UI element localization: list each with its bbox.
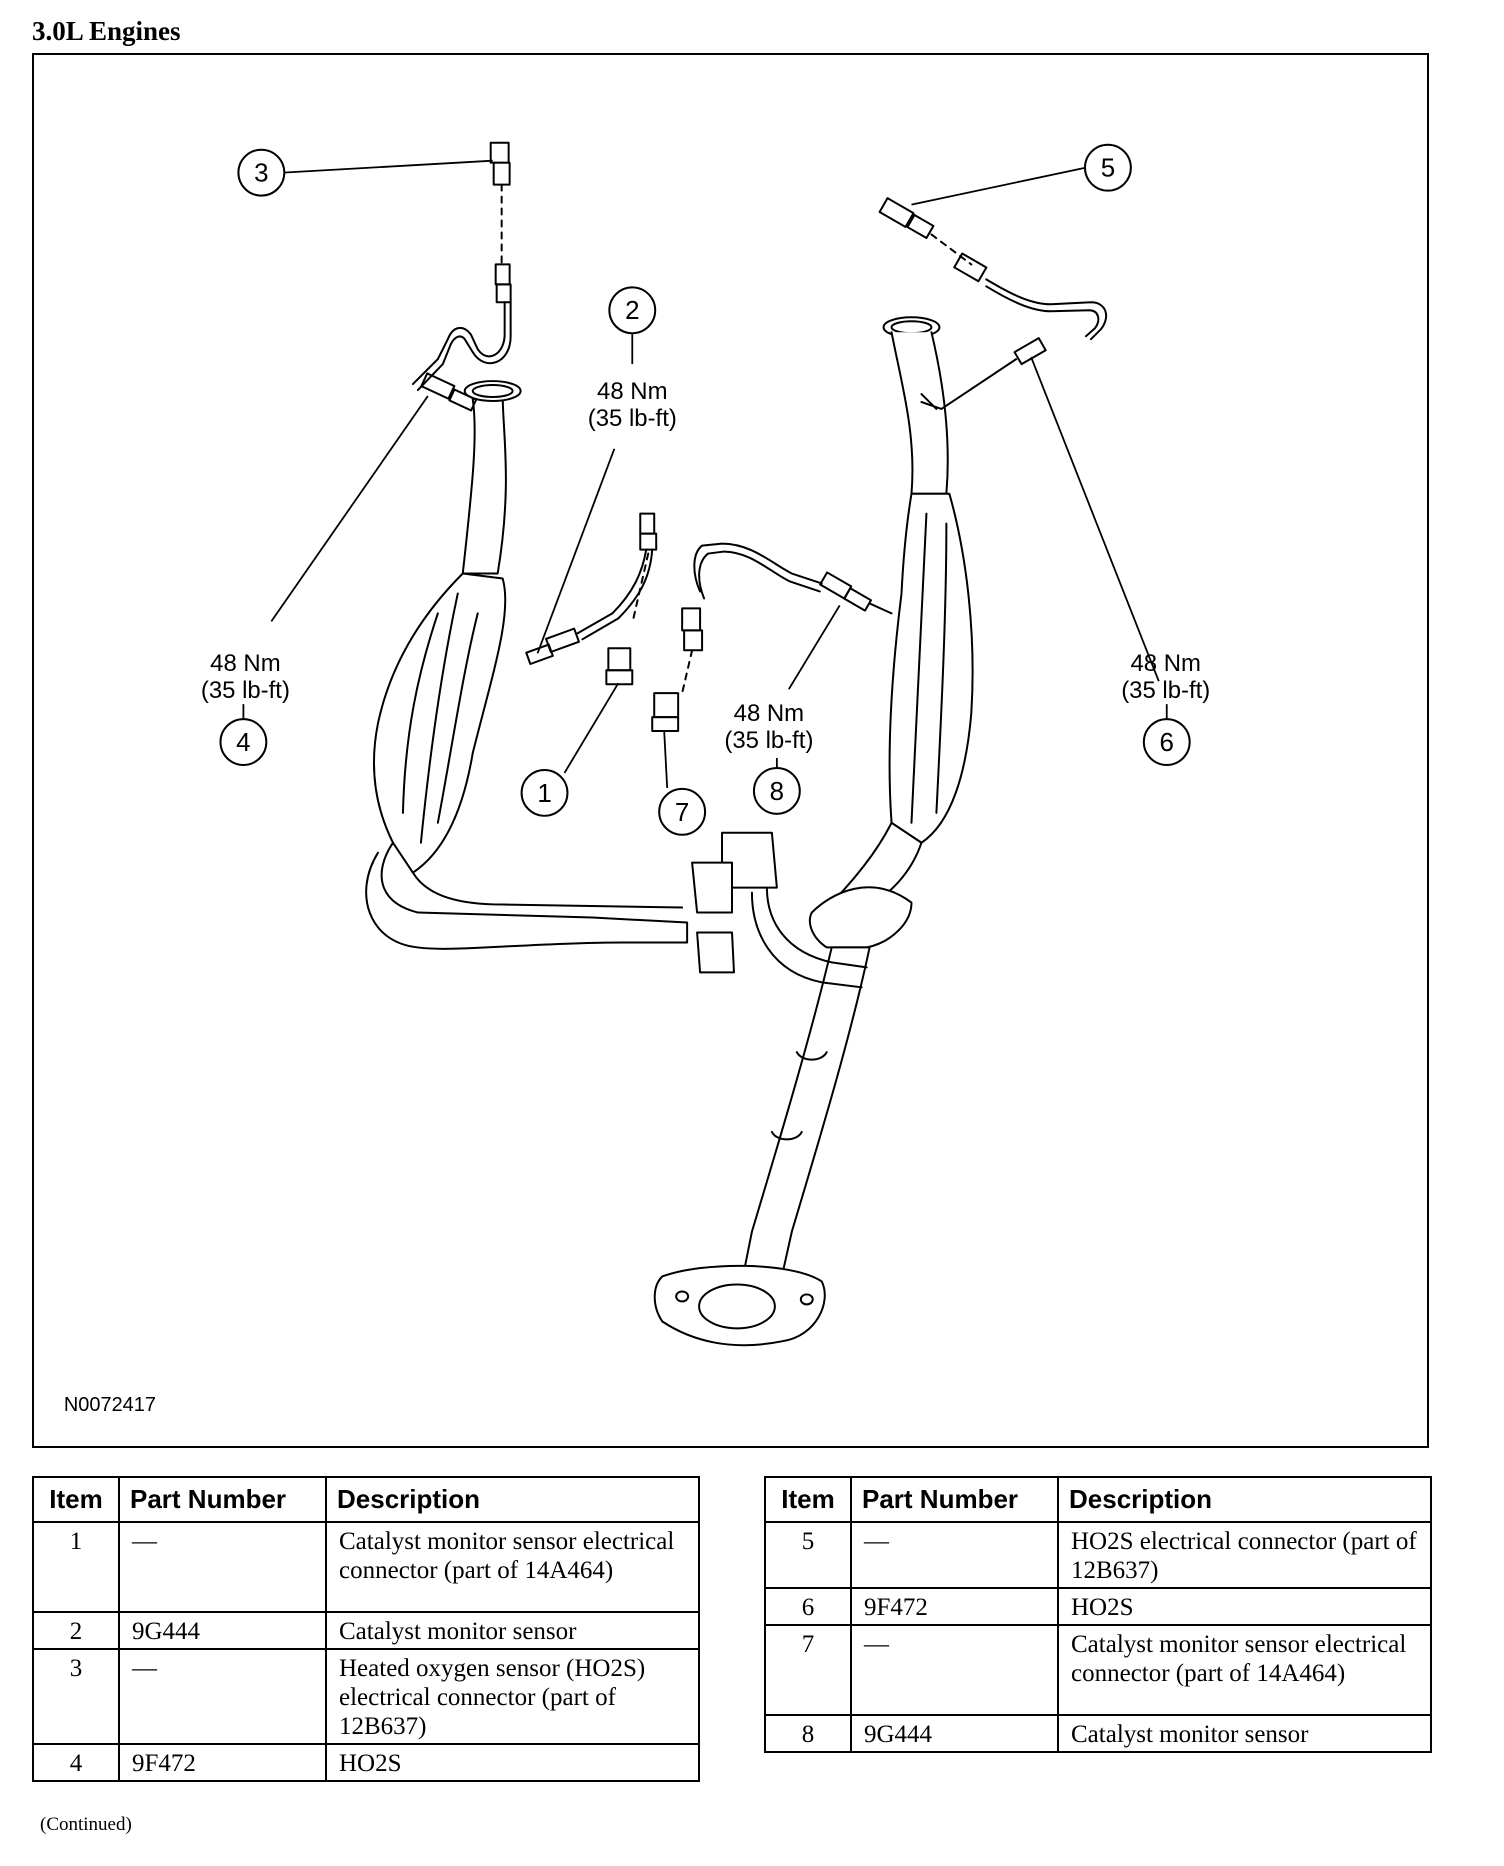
cell-item: 1 (32, 1521, 120, 1613)
torque-8-nm: 48 Nm (734, 700, 804, 727)
cell-description: Catalyst monitor sensor electrical conne… (325, 1521, 700, 1613)
cell-item: 5 (764, 1521, 852, 1589)
header-description: Description (325, 1476, 700, 1523)
callout-5-circle (1083, 143, 1132, 192)
torque-4-nm: 48 Nm (210, 650, 280, 677)
cell-part-number: 9F472 (850, 1587, 1059, 1626)
cell-part-number: — (850, 1624, 1059, 1716)
table-header-row: Item Part Number Description (764, 1476, 1432, 1523)
table-row: 1 — Catalyst monitor sensor electrical c… (32, 1521, 700, 1613)
parts-table-left: Item Part Number Description 1 — Catalys… (32, 1476, 700, 1782)
callout-3-circle (237, 148, 286, 197)
callout-2: 2 (625, 297, 639, 325)
figure-code: N0072417 (64, 1394, 156, 1416)
table-row: 2 9G444 Catalyst monitor sensor (32, 1611, 700, 1650)
callout-2-circle (608, 286, 657, 335)
exhaust-diagram: 3 5 2 4 1 7 8 6 48 Nm (35 lb-ft) 48 Nm (… (32, 53, 1429, 1448)
callout-1: 1 (537, 780, 551, 808)
cell-part-number: 9G444 (850, 1714, 1059, 1753)
header-description: Description (1057, 1476, 1432, 1523)
cell-item: 4 (32, 1743, 120, 1782)
cell-item: 8 (764, 1714, 852, 1753)
cell-part-number: 9G444 (118, 1611, 327, 1650)
callout-8-circle (752, 766, 801, 815)
header-part-number: Part Number (850, 1476, 1059, 1523)
cell-item: 2 (32, 1611, 120, 1650)
torque-2-nm: 48 Nm (597, 378, 667, 405)
cell-part-number: — (118, 1521, 327, 1613)
cell-description: Heated oxygen sensor (HO2S) electrical c… (325, 1648, 700, 1745)
cell-part-number: 9F472 (118, 1743, 327, 1782)
callout-7: 7 (675, 799, 689, 827)
callout-5: 5 (1101, 155, 1115, 183)
parts-table-right: Item Part Number Description 5 — HO2S el… (764, 1476, 1432, 1753)
table-header-row: Item Part Number Description (32, 1476, 700, 1523)
cell-item: 6 (764, 1587, 852, 1626)
torque-8-lbft: (35 lb-ft) (724, 727, 813, 754)
table-row: 5 — HO2S electrical connector (part of 1… (764, 1521, 1432, 1589)
torque-4-lbft: (35 lb-ft) (201, 677, 290, 704)
cell-description: HO2S (325, 1743, 700, 1782)
continued-note: (Continued) (40, 1814, 132, 1835)
table-row: 6 9F472 HO2S (764, 1587, 1432, 1626)
page-heading: 3.0L Engines (32, 16, 181, 46)
torque-6-lbft: (35 lb-ft) (1121, 677, 1210, 704)
header-part-number: Part Number (118, 1476, 327, 1523)
cell-description: HO2S electrical connector (part of 12B63… (1057, 1521, 1432, 1589)
cell-item: 7 (764, 1624, 852, 1716)
cell-description: HO2S (1057, 1587, 1432, 1626)
cell-description: Catalyst monitor sensor electrical conne… (1057, 1624, 1432, 1716)
callout-8: 8 (770, 778, 784, 806)
table-row: 4 9F472 HO2S (32, 1743, 700, 1782)
callout-1-circle (520, 768, 569, 817)
cell-part-number: — (118, 1648, 327, 1745)
table-row: 8 9G444 Catalyst monitor sensor (764, 1714, 1432, 1753)
cell-part-number: — (850, 1521, 1059, 1589)
callout-7-circle (658, 787, 707, 836)
callout-6-circle (1142, 718, 1191, 766)
cell-description: Catalyst monitor sensor (325, 1611, 700, 1650)
callout-6: 6 (1160, 729, 1174, 757)
cell-item: 3 (32, 1648, 120, 1745)
table-row: 3 — Heated oxygen sensor (HO2S) electric… (32, 1648, 700, 1745)
callout-4: 4 (236, 729, 250, 757)
header-item: Item (764, 1476, 852, 1523)
cell-description: Catalyst monitor sensor (1057, 1714, 1432, 1753)
table-row: 7 — Catalyst monitor sensor electrical c… (764, 1624, 1432, 1716)
callout-3: 3 (254, 160, 268, 188)
exhaust-illustration: 3 5 2 4 1 7 8 6 48 Nm (35 lb-ft) 48 Nm (… (64, 141, 1210, 1416)
torque-6-nm: 48 Nm (1131, 650, 1201, 677)
header-item: Item (32, 1476, 120, 1523)
callout-4-circle (219, 718, 268, 766)
torque-2-lbft: (35 lb-ft) (588, 405, 677, 432)
